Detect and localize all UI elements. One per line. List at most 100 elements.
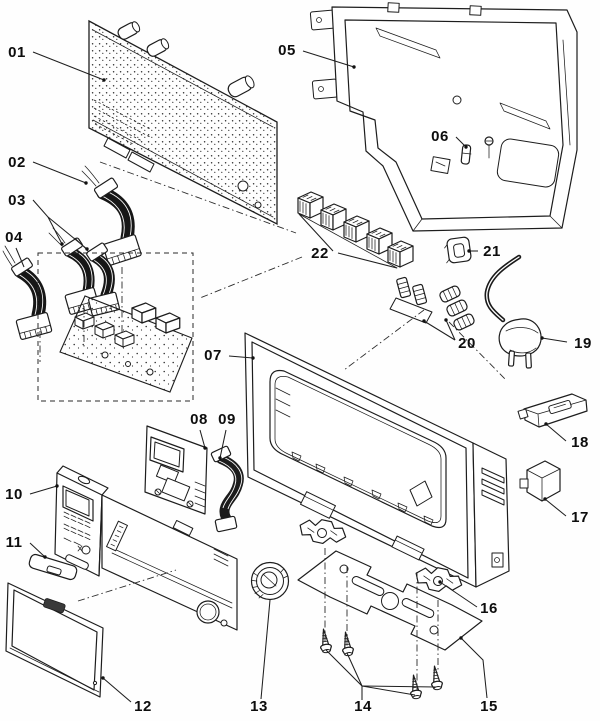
callout-02-wire-harness: 02 bbox=[8, 154, 88, 185]
part-wire-harness-04 bbox=[2, 245, 53, 340]
leader-dot bbox=[540, 336, 544, 340]
part-number-label: 02 bbox=[8, 154, 26, 171]
callout-18-latch-slider: 18 bbox=[544, 422, 588, 451]
leader-line bbox=[228, 355, 254, 359]
encoder-shaft bbox=[227, 75, 255, 98]
part-number-label: 09 bbox=[218, 411, 236, 428]
callout-14-screws: 14 bbox=[325, 649, 437, 715]
callout-06-fastener-pin: 06 bbox=[431, 128, 468, 149]
leader-line bbox=[346, 652, 363, 687]
alignment-lines bbox=[39, 161, 507, 690]
part-wire-harness-02 bbox=[81, 165, 142, 266]
leader-line bbox=[29, 485, 58, 495]
part-cover-panel bbox=[5, 582, 104, 698]
callout-07-front-frame: 07 bbox=[204, 347, 255, 364]
leader-dot bbox=[218, 456, 222, 460]
part-fastener-pin bbox=[460, 136, 494, 165]
part-bracket bbox=[519, 460, 561, 502]
part-number-label: 22 bbox=[311, 245, 329, 262]
part-number-label: 17 bbox=[571, 509, 589, 526]
leader-line bbox=[439, 581, 478, 608]
part-number-label: 05 bbox=[278, 42, 296, 59]
callout-13-knob: 13 bbox=[250, 599, 271, 715]
part-trim-strip bbox=[28, 553, 78, 581]
leader-dot bbox=[464, 145, 468, 149]
leader-dot bbox=[467, 249, 471, 253]
main-board-ghost-box bbox=[37, 252, 194, 402]
leader-dot bbox=[422, 319, 426, 323]
part-knob bbox=[250, 561, 290, 601]
part-terminal-connectors bbox=[297, 191, 414, 269]
part-number-label: 07 bbox=[204, 347, 222, 364]
pot-shaft bbox=[117, 21, 141, 40]
part-power-cord bbox=[484, 254, 542, 369]
leader-line bbox=[455, 136, 467, 148]
leader-line bbox=[361, 685, 437, 688]
callout-19-power-cord: 19 bbox=[540, 335, 592, 352]
part-number-label: 03 bbox=[8, 192, 26, 209]
leader-line bbox=[15, 247, 25, 268]
callout-01-electronic-control-board: 01 bbox=[8, 44, 106, 82]
leader-line bbox=[29, 542, 46, 558]
leader-line bbox=[260, 599, 271, 700]
leader-dot bbox=[544, 422, 548, 426]
part-ribbon-cable bbox=[210, 445, 244, 533]
callout-09-ribbon-cable: 09 bbox=[218, 411, 236, 460]
leader-dot bbox=[352, 65, 356, 69]
part-number-label: 15 bbox=[480, 698, 498, 715]
part-number-label: 14 bbox=[354, 698, 372, 715]
callout-17-bracket: 17 bbox=[543, 497, 589, 526]
part-front-frame bbox=[244, 332, 510, 588]
leader-dot bbox=[203, 446, 207, 450]
part-number-label: 21 bbox=[483, 243, 501, 260]
leader-line bbox=[32, 199, 63, 245]
callout-05-rear-housing: 05 bbox=[278, 42, 356, 69]
fascia-buttons bbox=[63, 511, 91, 555]
part-number-label: 20 bbox=[458, 335, 476, 352]
callout-layer: 01 02 03 04 05 06 07 08 09 10 11 12 13 14 15 16 17 18 19 20… bbox=[5, 42, 592, 715]
part-electronic-control-board bbox=[88, 19, 278, 226]
leader-dot bbox=[438, 580, 442, 584]
part-number-label: 04 bbox=[5, 229, 23, 246]
part-panel-base bbox=[101, 494, 238, 631]
leader-line bbox=[337, 252, 398, 269]
part-display-module bbox=[144, 425, 208, 515]
callout-03-wire-harness-pair: 03 bbox=[8, 192, 89, 251]
leader-line bbox=[199, 429, 206, 449]
callout-04-wire-harness: 04 bbox=[5, 229, 25, 268]
part-number-label: 16 bbox=[480, 600, 498, 617]
leader-line bbox=[32, 161, 87, 184]
callout-12-cover-panel: 12 bbox=[101, 676, 152, 715]
leader-line bbox=[32, 51, 105, 81]
leader-line bbox=[302, 50, 355, 68]
part-number-label: 06 bbox=[431, 128, 449, 145]
leader-dot bbox=[43, 555, 47, 559]
callout-15-mounting-plate: 15 bbox=[459, 636, 498, 715]
callout-22-terminal-connectors: 22 bbox=[298, 213, 398, 269]
leader-dot bbox=[101, 676, 105, 680]
part-number-label: 11 bbox=[6, 534, 23, 551]
callout-21-grommet: 21 bbox=[467, 243, 501, 260]
leader-line bbox=[361, 685, 416, 696]
part-mounting-plate bbox=[297, 550, 483, 651]
callout-20-cable-clamps: 20 bbox=[422, 318, 476, 352]
leader-line bbox=[219, 429, 227, 459]
leader-dot bbox=[84, 181, 88, 185]
leader-dot bbox=[444, 318, 448, 322]
leader-line bbox=[541, 337, 568, 343]
callout-10-control-fascia: 10 bbox=[5, 484, 59, 503]
leader-line bbox=[544, 498, 567, 517]
part-number-label: 19 bbox=[574, 335, 592, 352]
part-latch-slider bbox=[517, 393, 588, 428]
callout-11-trim-strip: 11 bbox=[6, 534, 47, 559]
part-number-label: 13 bbox=[250, 698, 268, 715]
leader-line bbox=[47, 216, 88, 250]
pot-shaft bbox=[146, 38, 170, 57]
leader-line bbox=[445, 319, 456, 341]
part-cable-clamps bbox=[389, 276, 475, 331]
leader-dot bbox=[55, 484, 59, 488]
part-number-label: 12 bbox=[134, 698, 152, 715]
callout-08-display-module: 08 bbox=[190, 411, 207, 450]
